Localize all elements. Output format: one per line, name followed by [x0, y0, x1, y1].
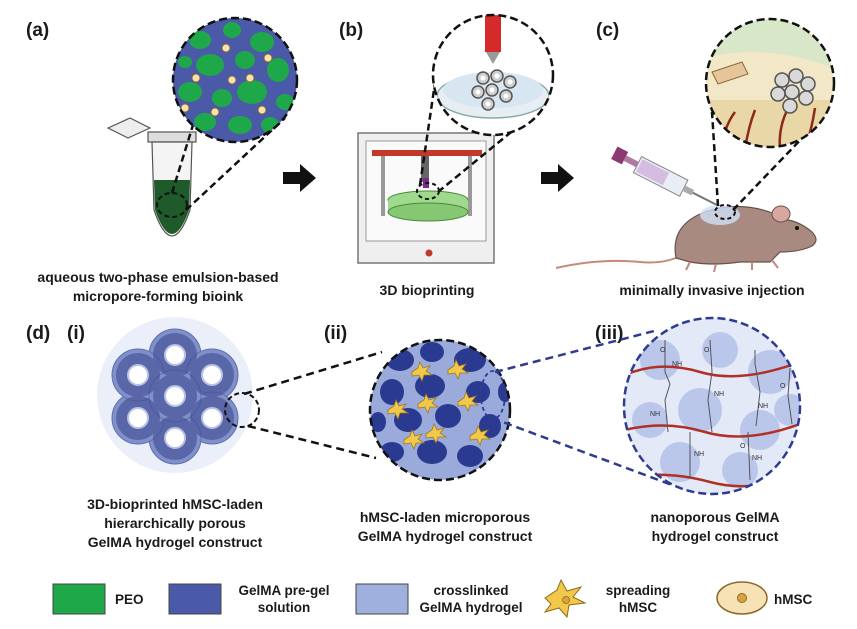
- zoom-circle: [622, 316, 802, 496]
- chem-nh: NH: [714, 391, 724, 398]
- caption-c: minimally invasive injection: [592, 281, 832, 300]
- mouse: [555, 204, 817, 273]
- chem-nh: NH: [650, 411, 660, 418]
- porous-construct: [97, 317, 260, 473]
- zoom-line: [732, 131, 809, 211]
- caption-a: aqueous two-phase emulsion-based micropo…: [28, 268, 288, 306]
- caption-iii: nanoporous GelMA hydrogel construct: [610, 508, 820, 546]
- caption-i-line1: 3D-bioprinted hMSC-laden: [87, 496, 263, 512]
- microporous-zoom: [370, 340, 510, 480]
- arrow-right-icon: [283, 164, 316, 192]
- zoom-circle: [431, 13, 555, 137]
- legend-spreading: spreading hMSC: [600, 582, 676, 616]
- panel-label-d: (d): [26, 323, 51, 344]
- zoom-line: [247, 424, 377, 460]
- pregel-swatch: [168, 583, 222, 615]
- crosslinked-swatch: [355, 583, 409, 615]
- legend-crosslinked: crosslinked GelMA hydrogel: [412, 582, 530, 616]
- zoom-line: [170, 124, 195, 194]
- zoom-circle: [368, 338, 512, 482]
- panel-label-a: (a): [26, 20, 50, 41]
- zoom-line: [494, 328, 659, 374]
- zoom-line: [243, 350, 383, 396]
- chem-o: O: [740, 443, 746, 450]
- zoom-line: [418, 75, 438, 186]
- panel-label-c: (c): [596, 20, 620, 41]
- chem-o: O: [704, 347, 710, 354]
- legend-peo-label: PEO: [115, 592, 144, 607]
- legend-crosslinked-line1: crosslinked: [433, 583, 509, 598]
- legend-spreading-line2: hMSC: [618, 600, 658, 615]
- legend-pregel-line1: GelMA pre-gel: [238, 583, 330, 598]
- chem-o: O: [780, 383, 786, 390]
- chem-nh: NH: [672, 361, 682, 368]
- zoom-circle: [171, 16, 299, 144]
- zoom-line: [491, 416, 673, 487]
- caption-ii: hMSC-laden microporous GelMA hydrogel co…: [330, 508, 560, 546]
- caption-a-line1: aqueous two-phase emulsion-based: [37, 269, 279, 285]
- caption-ii-line2: GelMA hydrogel construct: [357, 528, 533, 544]
- panel-label-i: (i): [67, 323, 85, 344]
- caption-ii-line1: hMSC-laden microporous: [359, 509, 531, 525]
- caption-a-line2: micropore-forming bioink: [72, 288, 244, 304]
- caption-iii-line2: hydrogel construct: [651, 528, 779, 544]
- legend-hmsc: hMSC: [774, 591, 812, 608]
- legend-pregel-line2: solution: [257, 600, 311, 615]
- caption-c-line: minimally invasive injection: [619, 282, 805, 298]
- chem-nh: NH: [752, 455, 762, 462]
- caption-i-line3: GelMA hydrogel construct: [87, 534, 263, 550]
- caption-b-line: 3D bioprinting: [379, 282, 475, 298]
- eppendorf-tube: [106, 117, 197, 237]
- chem-o: O: [660, 347, 666, 354]
- syringe-icon: [611, 146, 719, 207]
- emulsion-zoom: [173, 18, 297, 142]
- printing-zoom: [433, 15, 553, 135]
- caption-b: 3D bioprinting: [352, 281, 502, 300]
- legend-spreading-line1: spreading: [605, 583, 671, 598]
- caption-i-line2: hierarchically porous: [104, 515, 246, 531]
- zoom-circle: [704, 17, 836, 149]
- panel-label-iii: (iii): [595, 323, 624, 344]
- caption-iii-line1: nanoporous GelMA: [650, 509, 780, 525]
- legend-peo: PEO: [115, 591, 144, 608]
- chem-nh: NH: [694, 451, 704, 458]
- legend-pregel: GelMA pre-gel solution: [228, 582, 340, 616]
- legend-hmsc-label: hMSC: [774, 592, 813, 607]
- panel-label-b: (b): [339, 20, 364, 41]
- 3d-printer: [357, 132, 495, 264]
- legend-crosslinked-line2: GelMA hydrogel: [419, 600, 523, 615]
- peo-swatch: [52, 583, 106, 615]
- panel-label-ii: (ii): [324, 323, 348, 344]
- chem-nh: NH: [758, 403, 768, 410]
- zoom-line: [710, 111, 720, 207]
- arrow-right-icon: [541, 164, 574, 192]
- caption-i: 3D-bioprinted hMSC-laden hierarchically …: [50, 495, 300, 552]
- nanoporous-zoom: NH NH NH NH NH NH O O O O: [624, 318, 800, 494]
- injection-zoom: [706, 19, 834, 147]
